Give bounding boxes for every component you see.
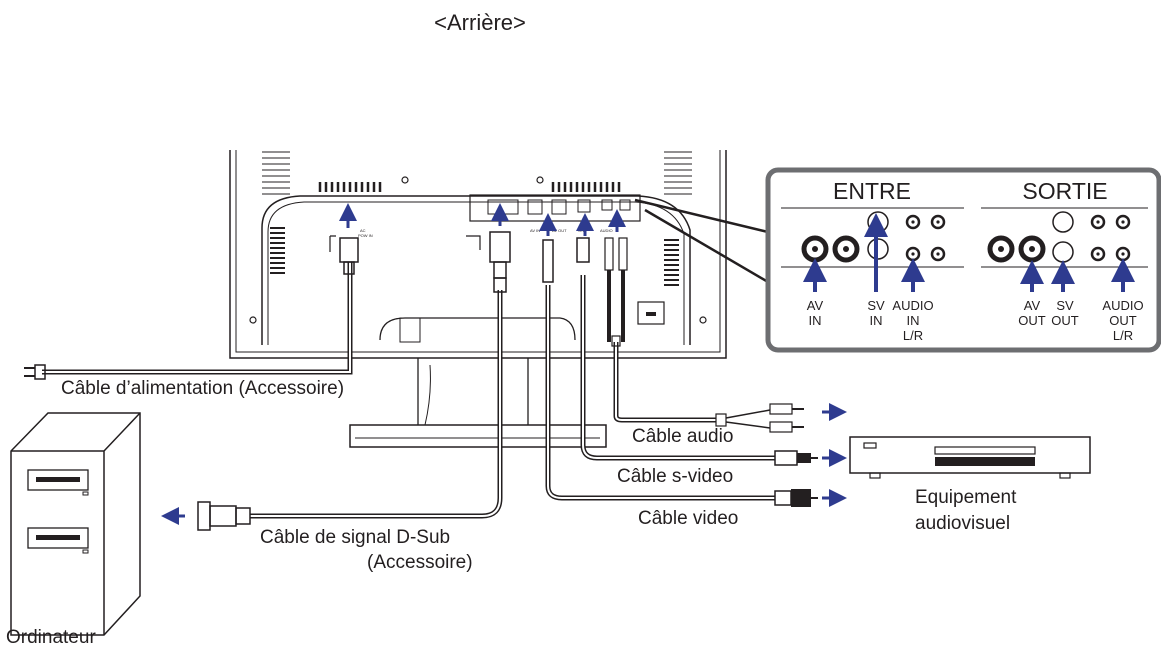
computer-tower [10, 412, 141, 636]
svg-text:AV IN: AV IN [530, 228, 540, 233]
svg-text:AV OUT: AV OUT [552, 228, 567, 233]
label-audio-in-2: IN [907, 313, 920, 328]
label-av-equipment-1: Equipement [915, 487, 1017, 508]
vent-top-right [664, 151, 692, 195]
audio-out-ports [1090, 214, 1131, 262]
label-sv-in-2: IN [870, 313, 883, 328]
vent-band-right [551, 182, 621, 192]
label-sv-in-1: SV [867, 298, 885, 313]
label-av-equipment-2: audiovisuel [915, 513, 1010, 534]
label-video-cable: Câble video [638, 508, 738, 529]
label-av-in-1: AV [807, 298, 824, 313]
label-av-in-2: IN [809, 313, 822, 328]
page-title: <Arrière> [434, 10, 526, 35]
vent-top-left [262, 151, 290, 195]
svg-text:AUDIO: AUDIO [600, 228, 613, 233]
av-equipment [849, 436, 1091, 479]
label-audio-out-1: AUDIO [1102, 298, 1143, 313]
dsub-cable [197, 231, 511, 531]
vent-side-right [664, 239, 679, 286]
label-sv-out-2: OUT [1051, 313, 1079, 328]
power-cable [24, 235, 359, 380]
direction-arrows [161, 203, 847, 525]
svideo-cable [576, 237, 818, 466]
panel-heading-sortie: SORTIE [1022, 178, 1107, 204]
label-av-out-2: OUT [1018, 313, 1046, 328]
sv-out-ports [1052, 211, 1074, 263]
panel-heading-entre: ENTRE [833, 178, 911, 204]
label-sv-out-1: SV [1056, 298, 1074, 313]
vent-side-left [270, 227, 285, 274]
label-audio-out-2: OUT [1109, 313, 1137, 328]
label-dsub-cable-1: Câble de signal D-Sub [260, 527, 450, 548]
monitor-back: AC POW IN AV IN AV OUT S-V AUDIO [229, 150, 727, 359]
audio-cable [604, 237, 804, 433]
label-audio-in-3: L/R [903, 328, 923, 343]
label-audio-cable: Câble audio [632, 426, 733, 447]
monitor-stand [349, 317, 607, 448]
label-computer: Ordinateur [6, 627, 96, 648]
connector-detail-panel: ENTRE SORTIE [765, 167, 1161, 353]
video-cable [542, 239, 818, 507]
label-av-out-1: AV [1024, 298, 1041, 313]
label-power-cable: Câble d’alimentation (Accessoire) [61, 378, 344, 399]
svg-text:AC: AC [360, 228, 366, 233]
label-audio-out-3: L/R [1113, 328, 1133, 343]
svg-text:POW IN: POW IN [358, 233, 373, 238]
label-svideo-cable: Câble s-video [617, 466, 733, 487]
label-dsub-cable-2: (Accessoire) [367, 552, 473, 573]
label-audio-in-1: AUDIO [892, 298, 933, 313]
vent-band-left [318, 182, 382, 192]
av-out-ports [987, 235, 1046, 263]
